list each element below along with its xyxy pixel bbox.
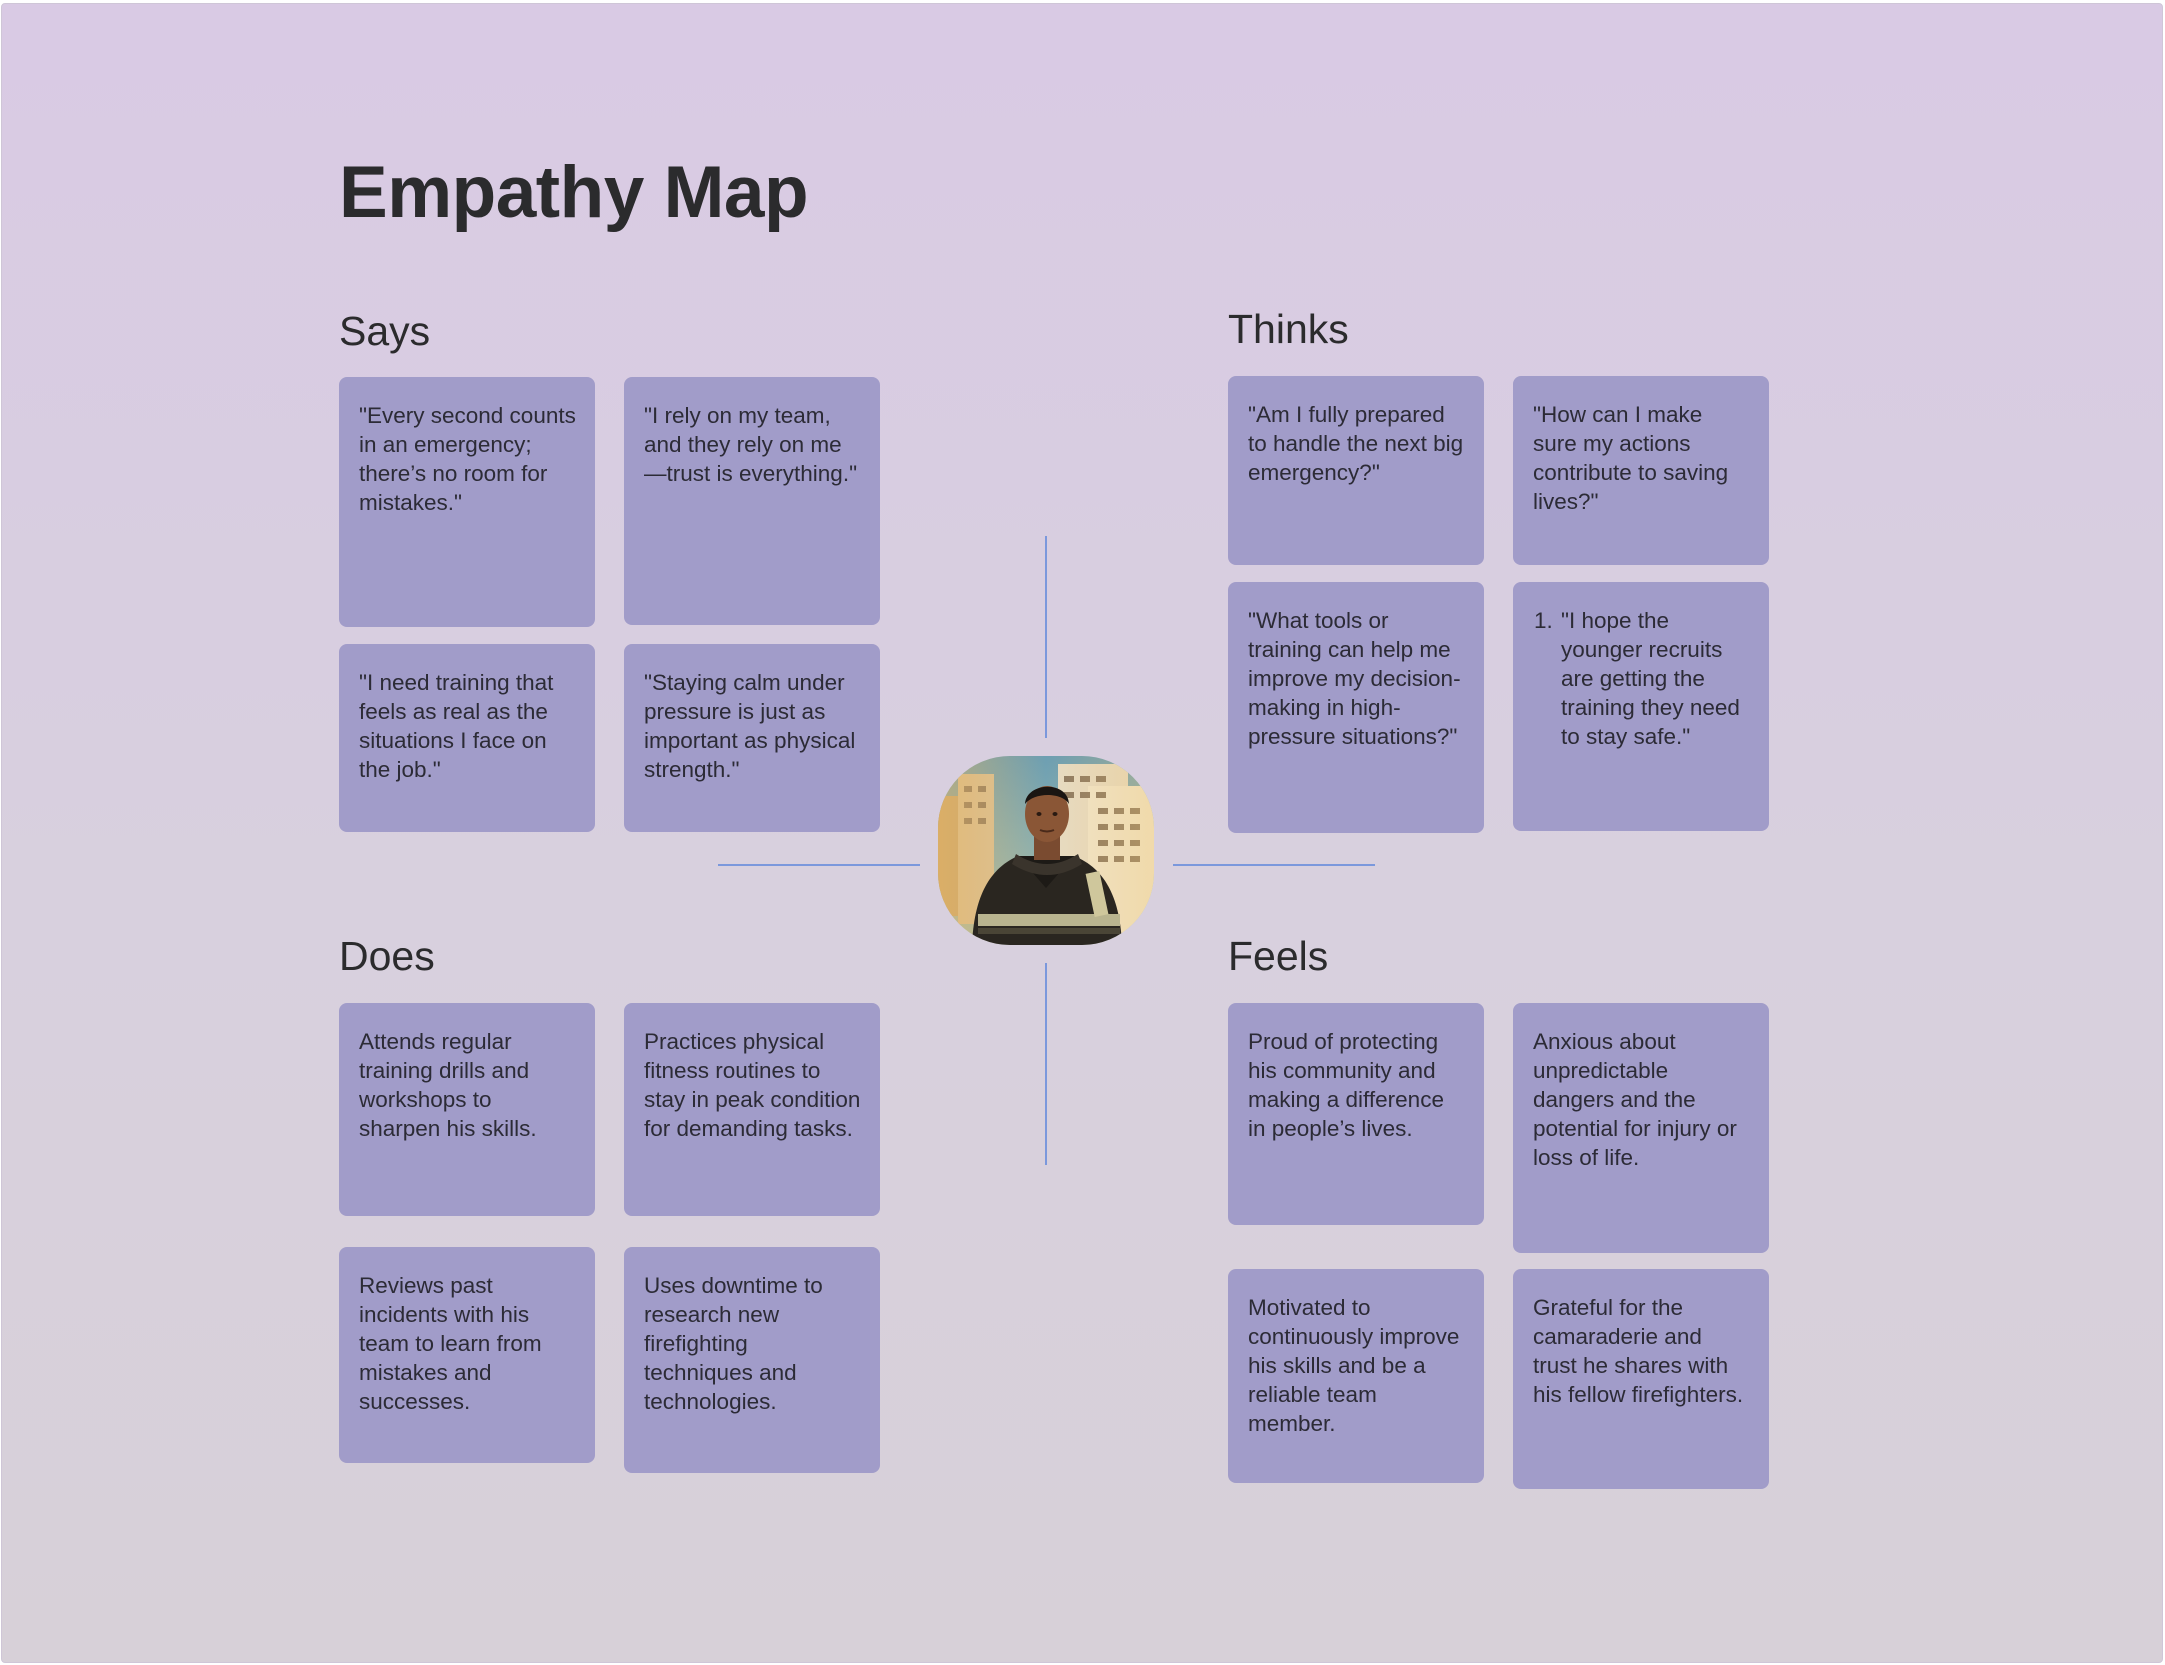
does-note-2[interactable]: Practices physical fitness routines to s… — [624, 1003, 880, 1216]
says-note-4[interactable]: "Staying calm under pressure is just as … — [624, 644, 880, 832]
feels-note-4[interactable]: Grateful for the camaraderie and trust h… — [1513, 1269, 1769, 1489]
firefighter-portrait-icon — [938, 756, 1154, 945]
says-note-3[interactable]: "I need training that feels as real as t… — [339, 644, 595, 832]
does-note-3[interactable]: Reviews past incidents with his team to … — [339, 1247, 595, 1463]
says-note-2[interactable]: "I rely on my team, and they rely on me—… — [624, 377, 880, 625]
thinks-heading: Thinks — [1228, 306, 1349, 352]
says-heading: Says — [339, 308, 431, 354]
feels-note-2[interactable]: Anxious about unpredictable dangers and … — [1513, 1003, 1769, 1253]
page-title: Empathy Map — [339, 152, 809, 233]
feels-heading: Feels — [1228, 933, 1329, 979]
divider-right — [1173, 864, 1375, 866]
feels-note-1[interactable]: Proud of protecting his community and ma… — [1228, 1003, 1484, 1225]
thinks-note-4-list: "I hope the younger recruits are getting… — [1533, 606, 1751, 751]
does-note-1[interactable]: Attends regular training drills and work… — [339, 1003, 595, 1216]
thinks-note-2[interactable]: "How can I make sure my actions contribu… — [1513, 376, 1769, 565]
feels-note-3[interactable]: Motivated to continuously improve his sk… — [1228, 1269, 1484, 1483]
persona-avatar — [938, 756, 1154, 945]
does-heading: Does — [339, 933, 435, 979]
thinks-note-1[interactable]: "Am I fully prepared to handle the next … — [1228, 376, 1484, 565]
does-note-4[interactable]: Uses downtime to research new firefighti… — [624, 1247, 880, 1473]
thinks-note-4[interactable]: "I hope the younger recruits are getting… — [1513, 582, 1769, 831]
divider-left — [718, 864, 920, 866]
empathy-map-board: Empathy Map Says "Every second counts in… — [1, 3, 2163, 1663]
thinks-note-3[interactable]: "What tools or training can help me impr… — [1228, 582, 1484, 833]
divider-bottom — [1045, 963, 1047, 1165]
divider-top — [1045, 536, 1047, 738]
says-note-1[interactable]: "Every second counts in an emergency; th… — [339, 377, 595, 627]
thinks-note-4-item: "I hope the younger recruits are getting… — [1559, 606, 1751, 751]
